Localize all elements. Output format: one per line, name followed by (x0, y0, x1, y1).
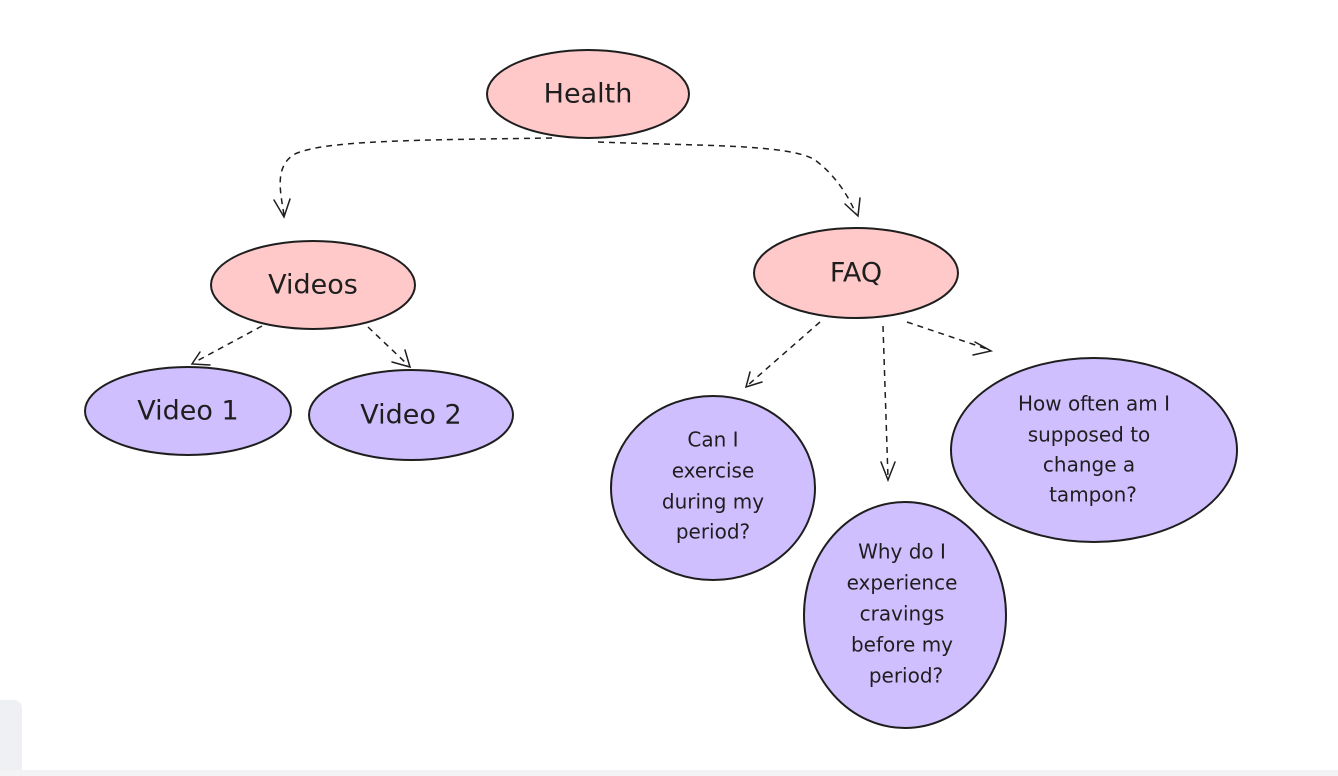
node-faq-cravings-line-2: experience (847, 571, 958, 595)
node-faq-tampon-line-2: supposed to (1028, 423, 1151, 447)
node-video-1-shape (84, 366, 292, 456)
edge-videos-to-video-1 (190, 325, 263, 366)
node-faq-shape (753, 227, 959, 319)
edges (190, 137, 994, 483)
node-faq-exercise-line-2: exercise (672, 459, 755, 483)
node-faq-exercise[interactable]: Can I exercise during my period? (610, 395, 816, 581)
node-health[interactable]: Health (486, 49, 690, 139)
node-video-2-shape (308, 369, 514, 461)
edge-health-to-faq (597, 141, 861, 218)
node-faq-cravings-line-1: Why do I (858, 540, 946, 564)
edge-faq-to-cravings (880, 325, 896, 483)
node-faq-cravings-shape (803, 501, 1007, 729)
node-faq-exercise-line-4: period? (676, 520, 750, 544)
node-faq-cravings[interactable]: Why do I experience cravings before my p… (803, 501, 1007, 729)
edge-health-to-videos (273, 137, 553, 219)
node-video-1-label: Video 1 (137, 396, 238, 427)
node-faq-tampon[interactable]: How often am I supposed to change a tamp… (950, 357, 1238, 543)
node-faq-tampon-line-1: How often am I (1018, 392, 1170, 416)
node-faq-tampon-line-4: tampon? (1049, 483, 1137, 507)
node-faq-exercise-shape (610, 395, 816, 581)
node-health-shape (486, 49, 690, 139)
node-faq-label: FAQ (830, 258, 882, 289)
node-videos-shape (210, 240, 416, 330)
node-faq-cravings-line-4: before my (851, 633, 953, 657)
node-videos-label: Videos (268, 270, 358, 301)
edge-faq-to-exercise (744, 321, 821, 389)
edge-faq-to-tampon (906, 321, 994, 356)
node-faq-exercise-line-3: during my (662, 490, 764, 514)
bottom-bar (0, 770, 1338, 776)
corner-panel-handle[interactable] (0, 700, 22, 776)
node-videos[interactable]: Videos (210, 240, 416, 330)
node-faq-tampon-line-3: change a (1043, 453, 1135, 477)
node-video-2[interactable]: Video 2 (308, 369, 514, 461)
node-video-2-label: Video 2 (360, 400, 461, 431)
node-faq-cravings-line-3: cravings (860, 602, 945, 626)
node-faq-cravings-line-5: period? (869, 664, 943, 688)
node-health-label: Health (544, 79, 633, 110)
nodes: Health Videos FAQ Video 1 Video 2 (84, 49, 1238, 729)
node-video-1[interactable]: Video 1 (84, 366, 292, 456)
node-faq[interactable]: FAQ (753, 227, 959, 319)
node-faq-exercise-line-1: Can I (687, 428, 738, 452)
edge-videos-to-video-2 (367, 326, 412, 369)
node-faq-tampon-shape (950, 357, 1238, 543)
